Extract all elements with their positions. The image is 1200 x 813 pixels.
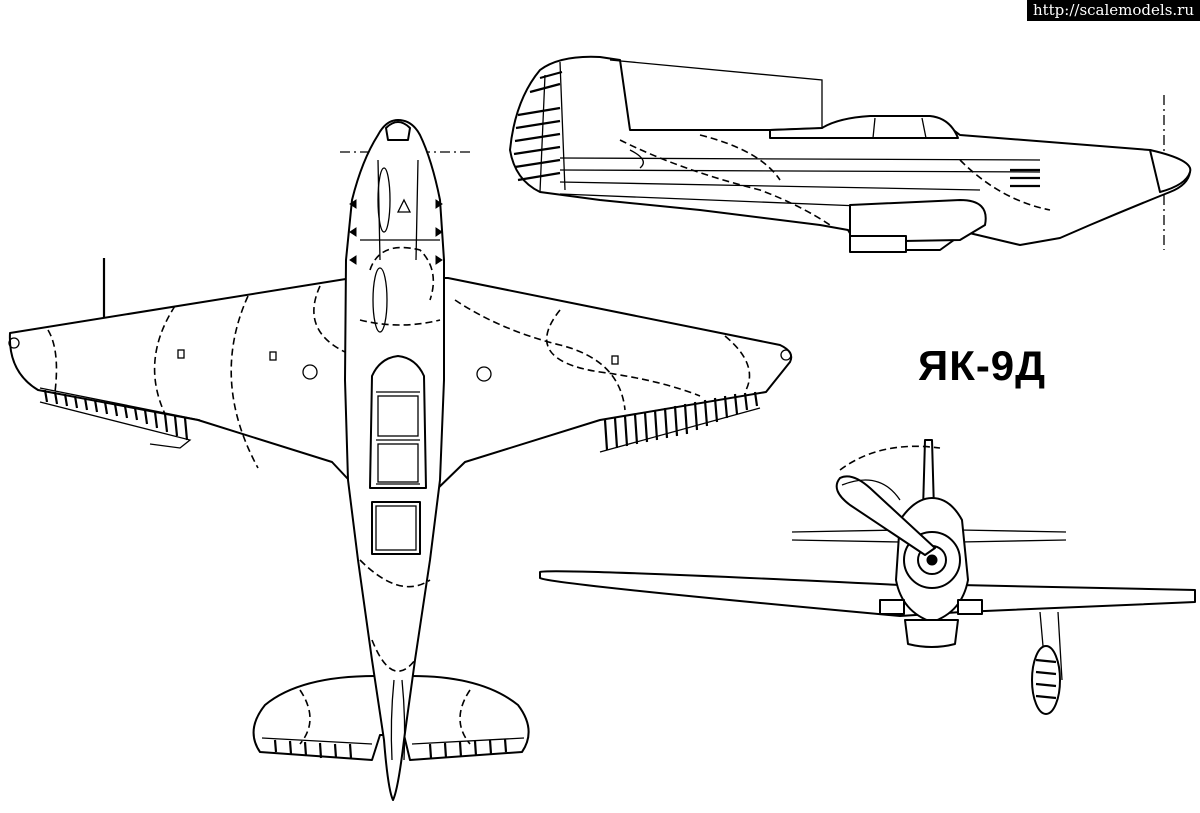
aircraft-title: ЯК-9Д [918,342,1047,389]
right-aileron-hatching [599,391,767,453]
left-aileron-hatching [39,387,201,449]
watermark-url: http://scalemodels.ru [1026,0,1200,21]
side-view [509,55,1192,253]
front-view [539,439,1196,715]
canopy-plan [369,355,427,489]
canopy-side [769,115,959,139]
propeller-blade [835,475,936,556]
front-wing [539,570,1196,617]
top-view [8,119,793,801]
